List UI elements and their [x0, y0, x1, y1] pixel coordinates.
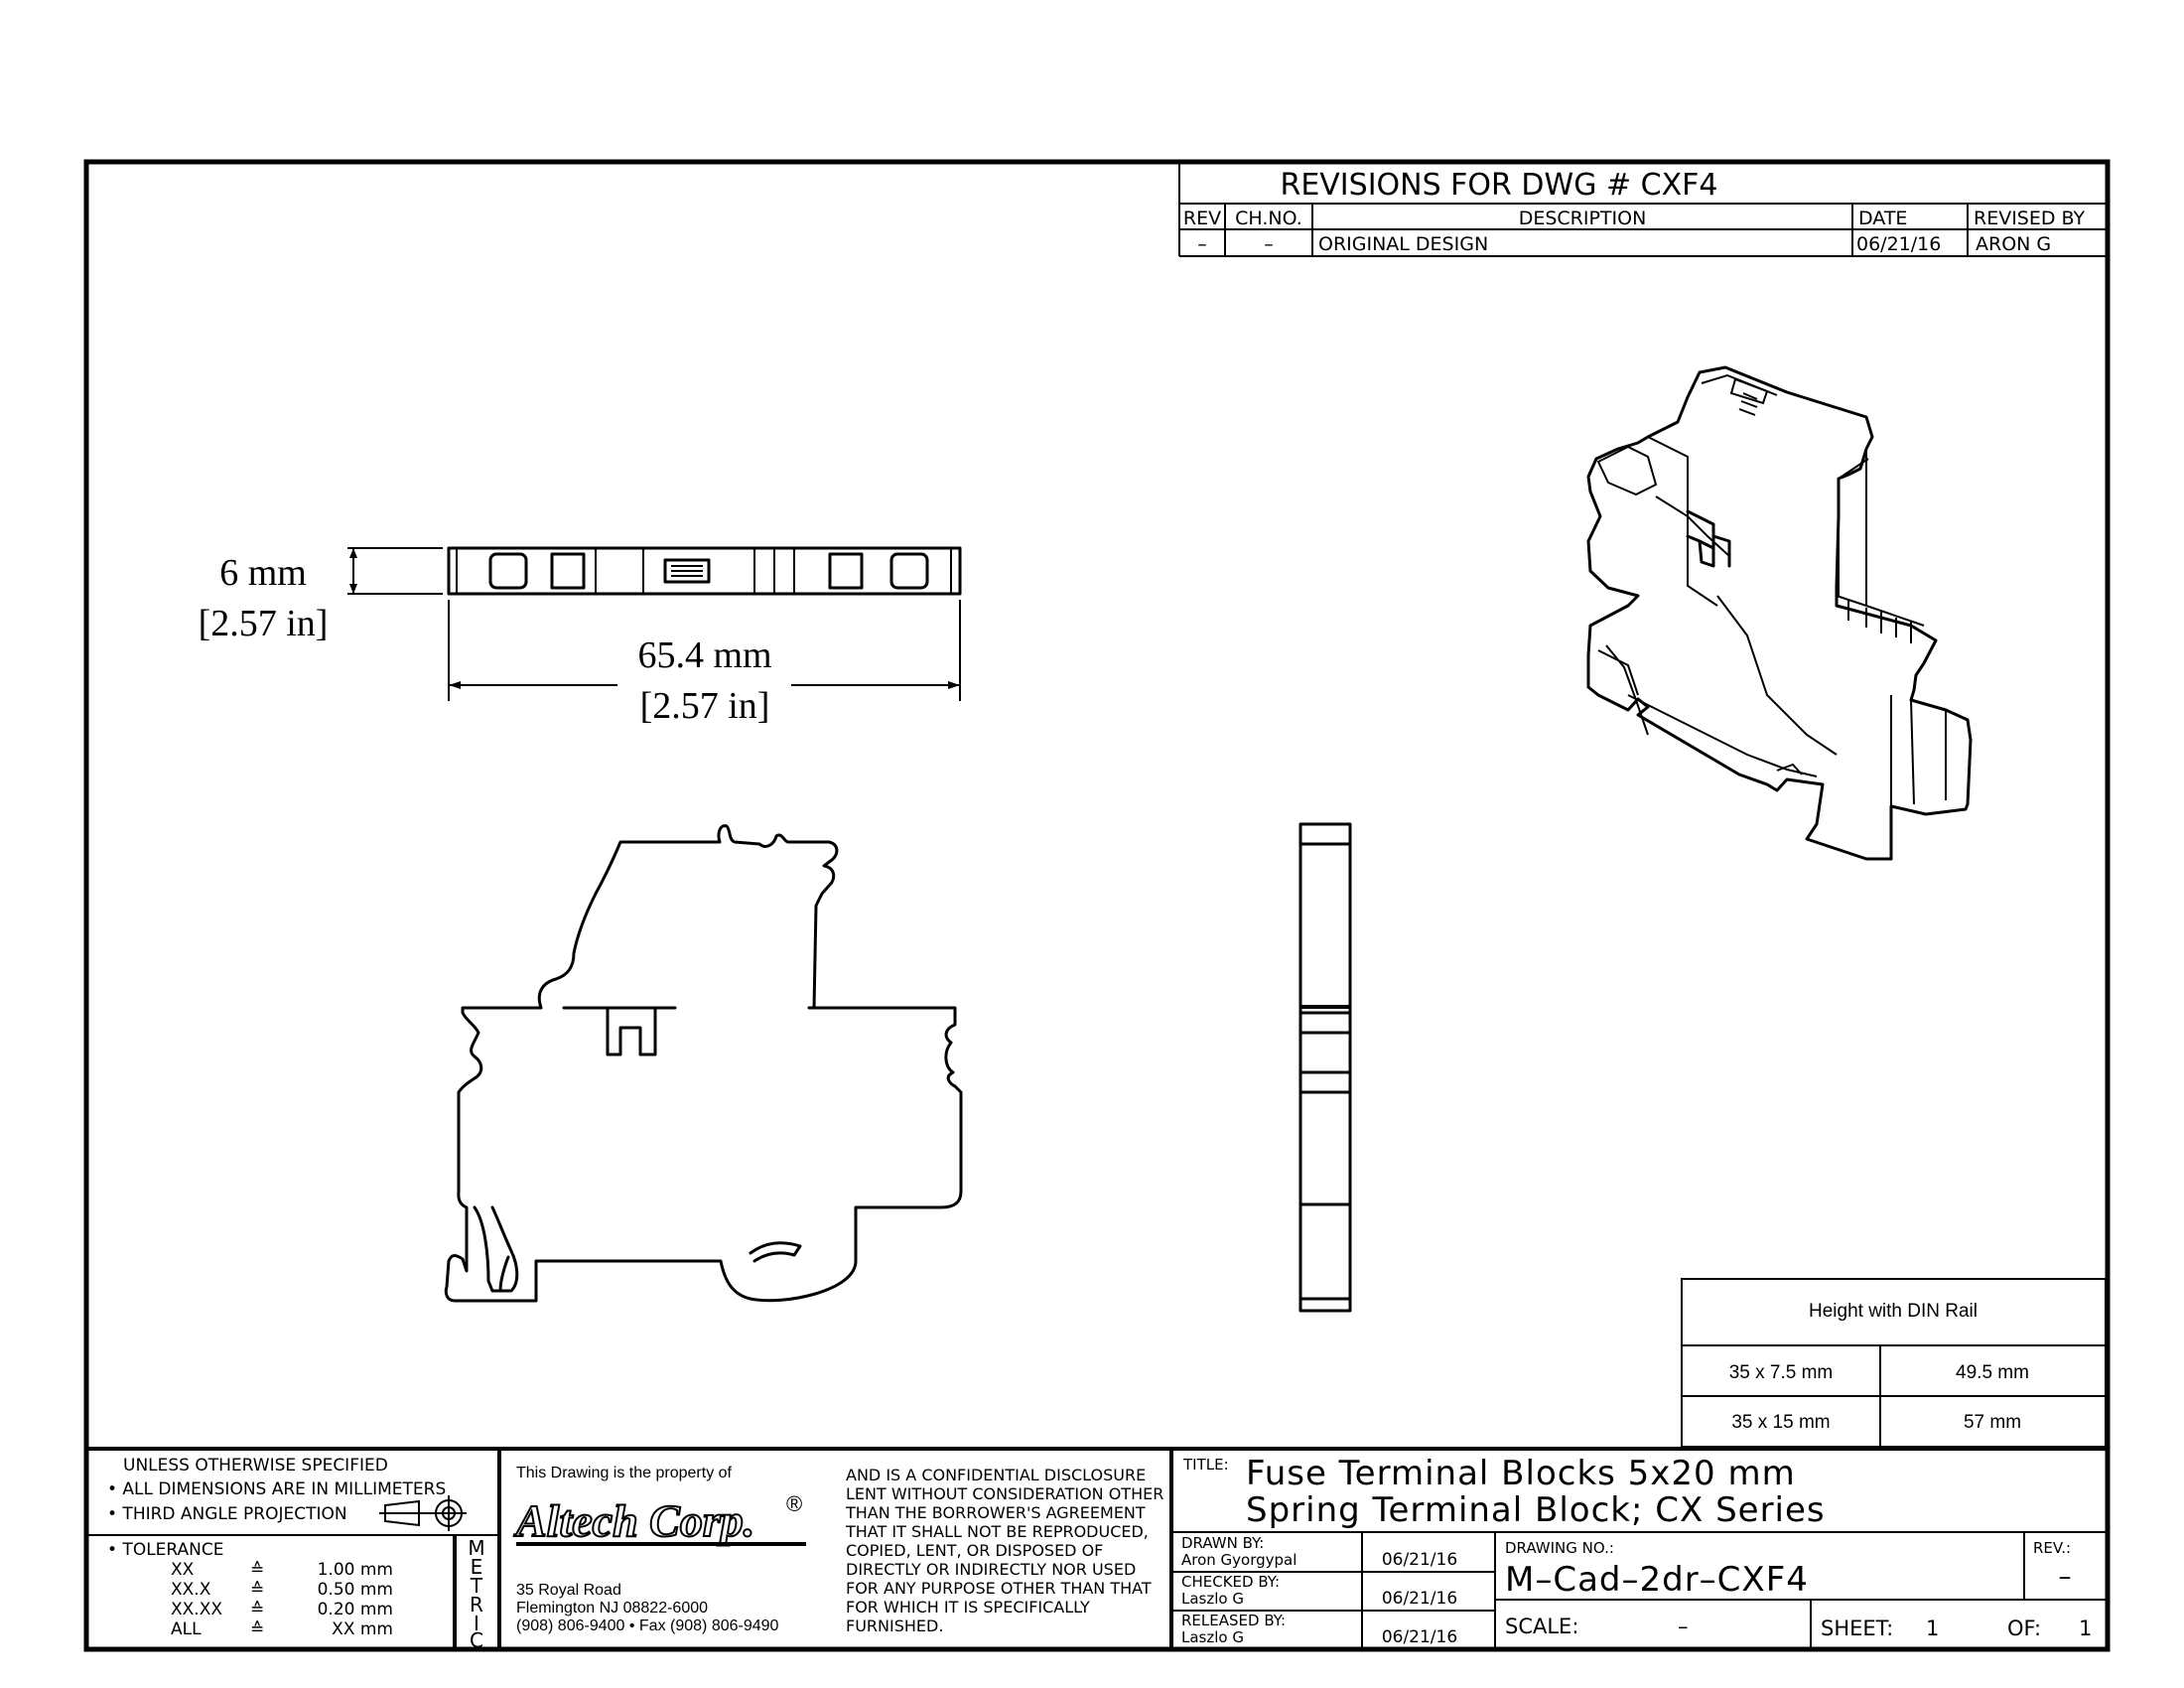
tolerance-symbol-2: ≙	[250, 1580, 264, 1599]
scale-label: SCALE:	[1505, 1615, 1578, 1638]
property-text: This Drawing is the property of	[516, 1465, 733, 1481]
din-rail-table: Height with DIN Rail 35 x 7.5 mm 49.5 mm…	[1681, 1278, 2107, 1448]
revisions-title: REVISIONS FOR DWG # CXF4	[1280, 168, 1717, 203]
tolerance-symbol-4: ≙	[250, 1619, 264, 1638]
chno-cell: –	[1264, 233, 1274, 255]
metric-letter-t: T	[470, 1574, 483, 1598]
logo-text: Altech Corp.	[513, 1495, 754, 1546]
rev-value: –	[2059, 1562, 2072, 1592]
date-cell: 06/21/16	[1856, 233, 1941, 255]
tolerance-format-1: XX	[171, 1560, 195, 1580]
disclosure-line: THAN THE BORROWER'S AGREEMENT	[845, 1503, 1146, 1522]
date-header: DATE	[1858, 208, 1907, 229]
drawing-no-label: DRAWING NO.:	[1505, 1539, 1614, 1557]
unless-note: UNLESS OTHERWISE SPECIFIED	[123, 1456, 388, 1476]
bottom-block-grid	[86, 1447, 2108, 1649]
sheet-value: 1	[1926, 1617, 1939, 1640]
revisions-table: REVISIONS FOR DWG # CXF4 REV CH.NO. DESC…	[1178, 164, 2106, 257]
metric-letter-i: I	[474, 1612, 479, 1635]
rev-header: REV	[1183, 208, 1221, 229]
dimensions-note: • ALL DIMENSIONS ARE IN MILLIMETERS	[107, 1479, 446, 1499]
side-view	[1298, 822, 1352, 1313]
height-value: 6 mm	[219, 552, 307, 594]
isometric-view	[1586, 365, 1973, 861]
of-value: 1	[2079, 1617, 2092, 1640]
tolerance-format-4: ALL	[171, 1619, 202, 1639]
logo-registered-mark: ®	[786, 1491, 802, 1516]
width-value: 65.4 mm	[637, 634, 771, 676]
width-dimension: 65.4 mm [2.57 in]	[448, 600, 961, 727]
tolerance-label: • TOLERANCE	[107, 1540, 224, 1560]
disclosure-line: FOR ANY PURPOSE OTHER THAN THAT	[846, 1579, 1152, 1598]
height-inches: [2.57 in]	[199, 603, 329, 644]
address-line-1: 35 Royal Road	[516, 1582, 621, 1599]
din-row2-rail: 35 x 15 mm	[1731, 1412, 1830, 1433]
drawn-date: 06/21/16	[1382, 1550, 1457, 1570]
scale-value: –	[1678, 1615, 1689, 1638]
projection-note: • THIRD ANGLE PROJECTION	[107, 1504, 347, 1524]
title-block: TITLE: Fuse Terminal Blocks 5x20 mm Spri…	[1181, 1454, 2092, 1647]
metric-letter-e: E	[471, 1555, 483, 1579]
chno-header: CH.NO.	[1235, 208, 1302, 229]
disclosure-line: THAT IT SHALL NOT BE REPRODUCED,	[845, 1522, 1149, 1541]
disclosure-line: FURNISHED.	[846, 1617, 943, 1635]
tolerance-format-3: XX.XX	[171, 1600, 222, 1619]
tolerance-symbol-3: ≙	[250, 1600, 264, 1618]
of-label: OF:	[2007, 1617, 2041, 1640]
drawn-by-label: DRAWN BY:	[1181, 1534, 1264, 1552]
tolerance-value-1: 1.00 mm	[318, 1560, 393, 1580]
title-line-2: Spring Terminal Block; CX Series	[1246, 1490, 1826, 1530]
disclosure-line: LENT WITHOUT CONSIDERATION OTHER	[846, 1484, 1163, 1503]
metric-letter-r: R	[470, 1593, 483, 1617]
din-row2-height: 57 mm	[1964, 1412, 2021, 1433]
disclosure-line: COPIED, LENT, OR DISPOSED OF	[846, 1541, 1103, 1560]
third-angle-projection-icon	[379, 1495, 467, 1531]
description-header: DESCRIPTION	[1519, 208, 1647, 229]
metric-letter-m: M	[468, 1536, 484, 1560]
tolerance-value-3: 0.20 mm	[318, 1600, 393, 1619]
drawing-border	[83, 159, 2111, 1652]
sheet-label: SHEET:	[1821, 1617, 1893, 1640]
din-row1-rail: 35 x 7.5 mm	[1729, 1362, 1834, 1383]
revised-by-header: REVISED BY	[1974, 208, 2086, 229]
released-by-name: Laszlo G	[1181, 1628, 1244, 1646]
checked-by-label: CHECKED BY:	[1181, 1573, 1280, 1591]
tolerance-value-4: XX mm	[332, 1619, 393, 1639]
drawing-no: M–Cad–2dr–CXF4	[1505, 1560, 1809, 1600]
drawn-by-name: Aron Gyorgypal	[1181, 1551, 1297, 1569]
height-dimension: 6 mm [2.57 in]	[199, 547, 443, 644]
rev-cell: –	[1197, 233, 1207, 255]
checked-date: 06/21/16	[1382, 1589, 1457, 1609]
released-by-label: RELEASED BY:	[1181, 1612, 1286, 1629]
title-label: TITLE:	[1182, 1456, 1229, 1474]
title-line-1: Fuse Terminal Blocks 5x20 mm	[1246, 1454, 1796, 1493]
disclosure-line: FOR WHICH IT IS SPECIFICALLY	[846, 1598, 1090, 1617]
phone-fax: (908) 806-9400 • Fax (908) 806-9490	[516, 1618, 779, 1634]
metric-letter-c: C	[470, 1628, 483, 1652]
revised-by-cell: ARON G	[1976, 233, 2051, 255]
rev-label: REV.:	[2033, 1539, 2071, 1557]
altech-logo: Altech Corp. ®	[512, 1491, 806, 1547]
front-view	[444, 824, 963, 1303]
company-block: This Drawing is the property of Altech C…	[512, 1465, 806, 1634]
tolerance-value-2: 0.50 mm	[318, 1580, 393, 1600]
confidential-disclosure: AND IS A CONFIDENTIAL DISCLOSURE LENT WI…	[845, 1466, 1163, 1635]
notes-block: UNLESS OTHERWISE SPECIFIED • ALL DIMENSI…	[107, 1456, 485, 1652]
released-date: 06/21/16	[1382, 1627, 1457, 1647]
checked-by-name: Laszlo G	[1181, 1590, 1244, 1608]
tolerance-format-2: XX.X	[171, 1580, 211, 1600]
disclosure-line: AND IS A CONFIDENTIAL DISCLOSURE	[846, 1466, 1146, 1484]
disclosure-line: DIRECTLY OR INDIRECTLY NOR USED	[846, 1560, 1136, 1579]
width-inches: [2.57 in]	[640, 685, 770, 727]
tolerance-symbol-1: ≙	[250, 1560, 264, 1579]
description-cell: ORIGINAL DESIGN	[1318, 233, 1488, 255]
din-table-header: Height with DIN Rail	[1809, 1301, 1978, 1322]
din-row1-height: 49.5 mm	[1956, 1362, 2029, 1383]
address-line-2: Flemington NJ 08822-6000	[516, 1600, 708, 1617]
top-view	[447, 546, 962, 596]
